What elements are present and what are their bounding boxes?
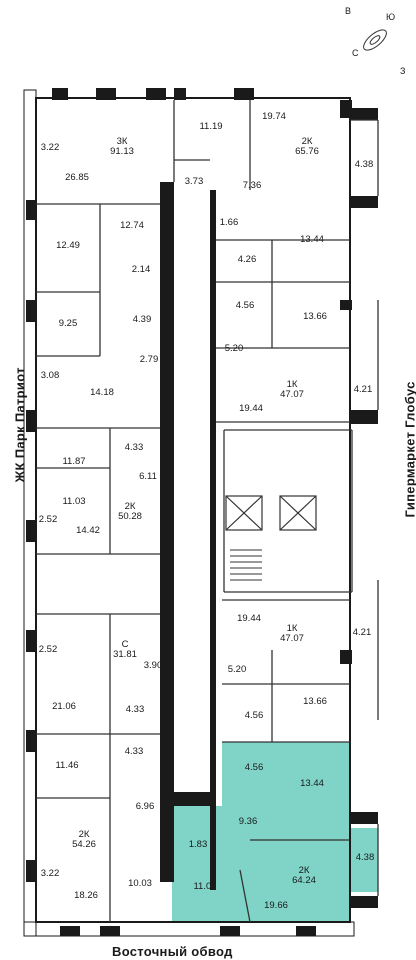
room-label-r41: 21.06 [52,701,76,712]
room-label-r30: 11.03 [62,496,86,507]
room-label-r10: 1.66 [219,217,239,228]
room-label-r21: 2.79 [139,354,159,365]
room-label-r20: 5.20 [224,343,244,354]
room-label-r11: 12.74 [120,220,144,231]
room-label-r49: 6.96 [135,801,155,812]
room-label-r14: 2.14 [131,264,151,275]
room-label-r33: 14.42 [76,525,100,536]
room-label-r57: 18.26 [74,890,98,901]
room-label-r54: 4.38 [355,852,375,863]
compass-label-west: З [400,66,406,76]
room-label-r36: 4.21 [352,627,372,638]
room-label-r15: 4.26 [237,254,257,265]
room-label-r13: 13.44 [300,234,324,245]
right-street-label: Гипермаркет Глобус [402,381,416,518]
room-label-r17: 9.25 [58,318,78,329]
left-street-label: ЖК Парк Патриот [12,367,28,483]
room-label-r42: 4.33 [125,704,145,715]
room-label-r53: 3.22 [40,868,60,879]
room-label-r44: 13.66 [303,696,327,707]
room-label-r09: 7.36 [242,180,262,191]
room-label-r08: 3.73 [184,176,204,187]
room-label-r50: 9.36 [238,816,258,827]
room-label-r58: 11.01 [193,881,217,892]
room-label-r40: 5.20 [227,664,247,675]
room-label-r19: 13.66 [303,311,327,322]
room-label-r48: 13.44 [300,778,324,789]
wall-blocks [26,88,378,936]
room-label-r46: 11.46 [55,760,79,771]
compass-label-east: В [345,6,352,16]
room-label-r37: 2.52 [38,644,58,655]
room-label-r43: 4.56 [244,710,264,721]
room-label-r27: 4.33 [124,442,144,453]
room-label-r39: 3.90 [143,660,163,671]
room-label-r18: 4.56 [235,300,255,311]
room-label-r28: 11.87 [62,456,86,467]
room-label-r07: 4.38 [354,159,374,170]
room-label-r47: 4.56 [244,762,264,773]
room-label-r16: 4.39 [132,314,152,325]
room-label-r26: 19.44 [239,403,263,414]
room-label-r29: 6.11 [139,471,157,482]
room-label-r04: 11.19 [199,121,223,132]
room-label-r03: 26.85 [65,172,89,183]
stairs [230,549,262,581]
room-label-r52: 1.83 [188,839,208,850]
compass-icon [363,29,387,51]
partitions [36,100,379,923]
room-label-r59: 19.66 [264,900,288,911]
outer-walls [23,89,355,937]
room-label-r56: 10.03 [128,878,152,889]
room-label-r22: 3.08 [40,370,60,381]
room-label-r23: 14.18 [90,387,114,398]
bottom-street-label: Восточный обвод [112,944,233,959]
room-label-r32: 2.52 [38,514,58,525]
elevator-shafts [225,495,317,531]
compass-label-south: Ю [386,12,396,22]
room-label-r12: 12.49 [56,240,80,251]
compass-label-north: С [352,48,359,58]
highlighted-apartment[interactable] [172,742,378,922]
room-label-r25: 4.21 [353,384,373,395]
room-label-r05: 19.74 [262,111,286,122]
room-label-r34: 19.44 [237,613,261,624]
room-label-r45: 4.33 [124,746,144,757]
room-label-r01: 3.22 [40,142,60,153]
